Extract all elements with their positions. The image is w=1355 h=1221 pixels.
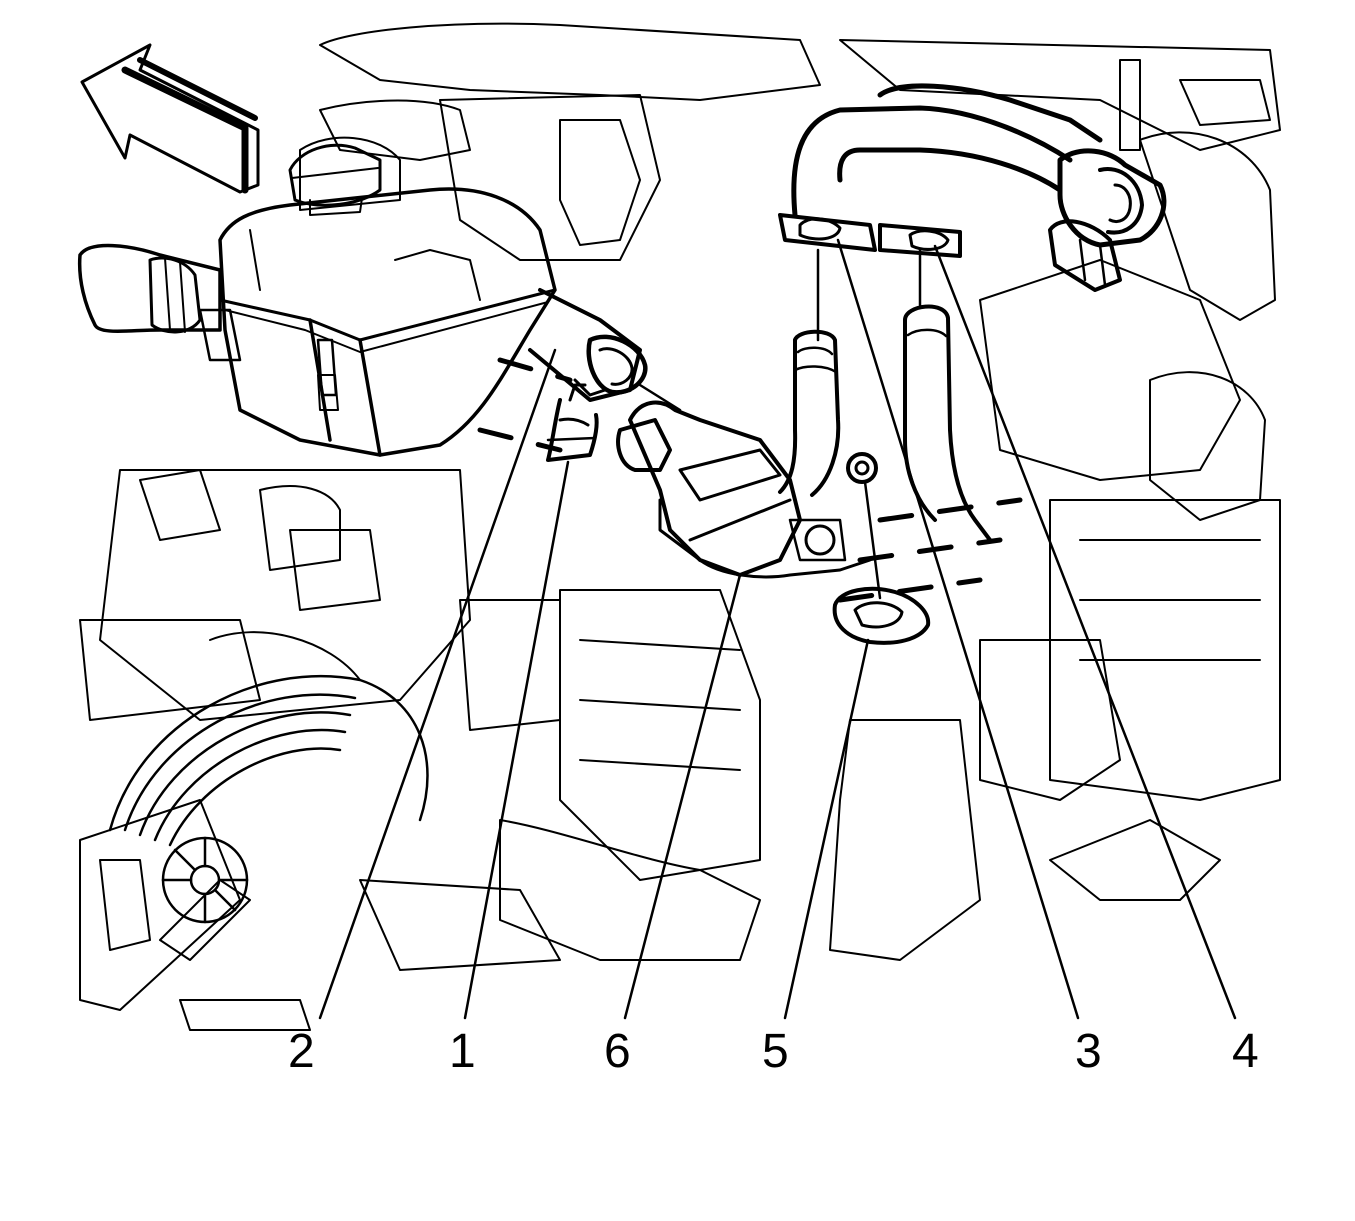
leader-line-6 (623, 573, 742, 1020)
hose-clamp-1 (546, 383, 599, 462)
guide-line-seal (863, 480, 882, 600)
heater-hose-upper (791, 83, 1103, 218)
engine-block-outline (79, 22, 1281, 1031)
leader-line-2 (318, 348, 557, 1020)
heater-hose-quick-connector (1048, 148, 1167, 292)
leader-lines (318, 238, 1237, 1020)
hose-clamp-3 (778, 213, 877, 252)
reservoir-outlet-fitting (528, 288, 648, 402)
leader-line-4 (933, 244, 1237, 1020)
callout-2: 2 (288, 1025, 315, 1078)
callout-5: 5 (762, 1025, 789, 1078)
coolant-bypass-hose (778, 329, 841, 497)
thermostat-housing (616, 400, 872, 579)
hose-clamp-4 (878, 223, 962, 258)
leader-line-1 (463, 460, 570, 1020)
callout-4: 4 (1232, 1025, 1259, 1078)
callout-1: 1 (449, 1025, 476, 1078)
leader-line-5 (783, 638, 870, 1020)
coolant-reservoir (218, 187, 557, 457)
callout-3: 3 (1075, 1025, 1102, 1078)
coolant-return-hose (903, 304, 992, 542)
leader-line-3 (836, 238, 1080, 1020)
callout-6: 6 (604, 1025, 631, 1078)
thermostat-seal (832, 452, 931, 645)
hidden-lines (477, 357, 1023, 603)
pulley (108, 675, 429, 924)
reservoir-cap (288, 143, 382, 216)
guide-line-fitting (638, 383, 682, 412)
front-direction-arrow-icon (80, 43, 260, 194)
reservoir-inlet-hose (77, 243, 242, 362)
